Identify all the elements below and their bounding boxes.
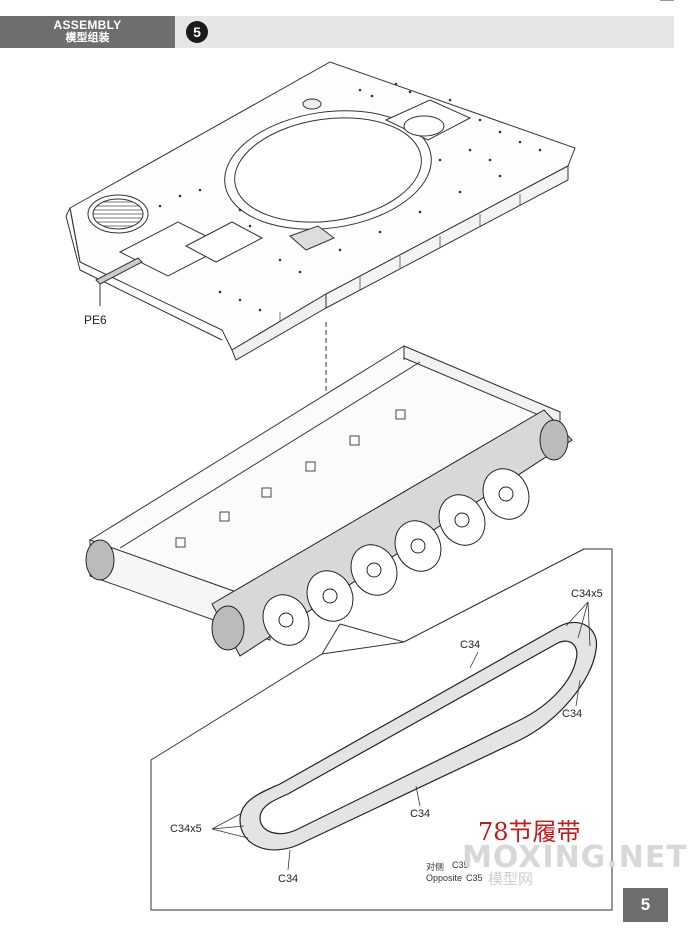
detached-track-loop xyxy=(239,621,598,851)
callout-leader-bottom xyxy=(321,623,341,655)
label-c34-bottom: C34 xyxy=(278,873,299,885)
label-opposite-zh: 对侧 xyxy=(426,862,445,872)
label-c34-mid: C34 xyxy=(410,808,431,820)
step-number-badge: 5 xyxy=(186,21,208,43)
assembly-title-zh: 模型组装 xyxy=(65,32,110,44)
label-pe6: PE6 xyxy=(84,313,107,327)
label-c34x5-left: C34x5 xyxy=(170,823,202,835)
deck-rivets xyxy=(158,82,542,312)
label-c34x5-top: C34x5 xyxy=(571,588,603,600)
hull-track-assembly xyxy=(85,409,573,657)
upper-hull-deck xyxy=(65,61,576,361)
label-leaders xyxy=(211,601,591,871)
suspension-mounts xyxy=(175,409,406,548)
watermark-site: MOXING.NET xyxy=(462,840,688,875)
assembly-tab: ASSEMBLY 模型组装 xyxy=(0,16,175,48)
label-c35-a: C35 xyxy=(452,860,469,870)
watermark-site-zh: 模型网 xyxy=(488,871,534,888)
label-c34-top: C34 xyxy=(460,639,481,651)
corner-crop-mark xyxy=(660,0,674,5)
side-skirt-panels xyxy=(279,194,521,322)
label-c34-right: C34 xyxy=(562,708,583,720)
page-number: 5 xyxy=(623,888,668,922)
label-opposite-en: Opposite xyxy=(426,873,463,883)
label-c35-b: C35 xyxy=(466,873,483,883)
watermark-track-links: 78节履带 xyxy=(478,818,581,846)
assembly-title: ASSEMBLY xyxy=(53,18,122,32)
